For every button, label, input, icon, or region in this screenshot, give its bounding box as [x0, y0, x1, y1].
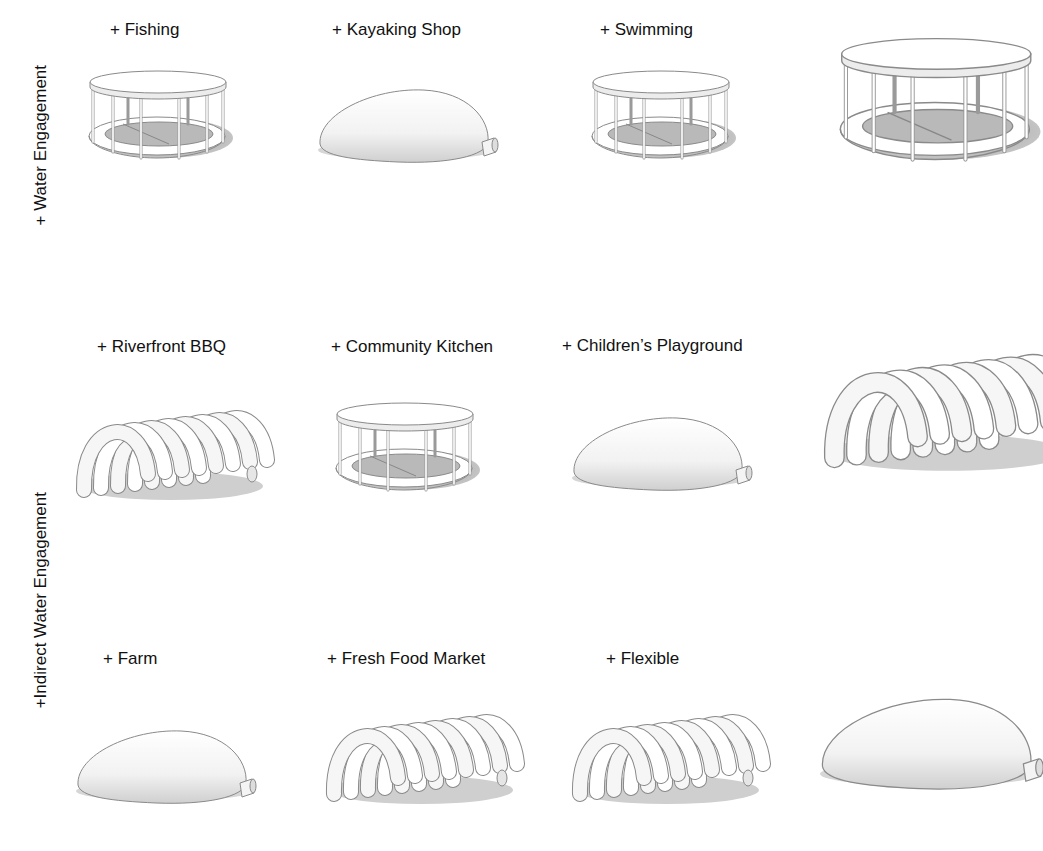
program-label: + Riverfront BBQ: [97, 337, 226, 357]
row-label: +Indirect Water Engagement: [31, 492, 51, 708]
program-label: + Community Kitchen: [331, 337, 493, 357]
row-label: + Water Engagement: [31, 65, 51, 226]
program-label: + Swimming: [600, 20, 693, 40]
program-label: + Fresh Food Market: [327, 649, 485, 669]
program-label: + Farm: [103, 649, 157, 669]
program-label: + Children’s Playground: [562, 336, 743, 356]
program-label: + Kayaking Shop: [332, 20, 461, 40]
program-label: + Flexible: [606, 649, 679, 669]
program-label: + Fishing: [110, 20, 179, 40]
